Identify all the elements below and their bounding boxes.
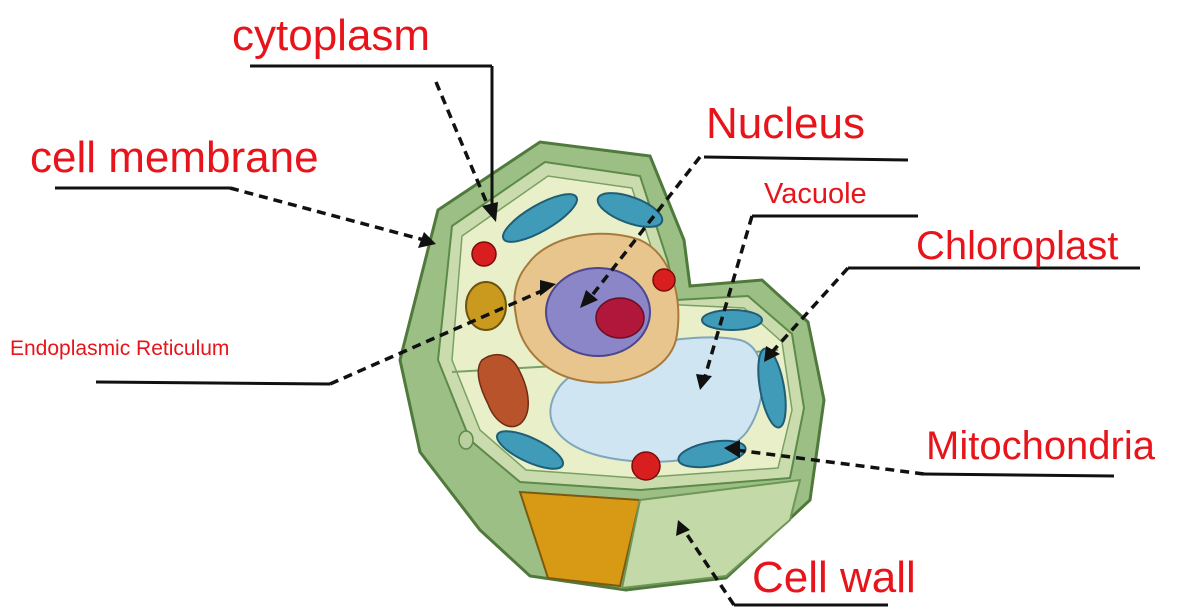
ribosome-3: [632, 452, 660, 480]
underline-mitochondria: [924, 474, 1114, 476]
pointer-cell-membrane: [230, 188, 424, 240]
label-nucleus: Nucleus: [706, 102, 865, 146]
label-cytoplasm: cytoplasm: [232, 14, 430, 58]
underline-er: [96, 382, 330, 384]
label-vacuole: Vacuole: [764, 180, 867, 209]
chloroplast-3: [702, 310, 762, 330]
label-chloroplast: Chloroplast: [916, 226, 1118, 266]
ribosome-2: [653, 269, 675, 291]
nucleolus-shape: [596, 298, 644, 338]
label-cell-membrane: cell membrane: [30, 136, 319, 180]
label-mitochondria: Mitochondria: [926, 426, 1155, 466]
label-cell-wall: Cell wall: [752, 556, 916, 600]
wall-pit: [459, 431, 473, 449]
underline-nucleus: [704, 157, 908, 160]
ribosome-1: [472, 242, 496, 266]
label-endoplasmic-reticulum: Endoplasmic Reticulum: [10, 338, 229, 359]
